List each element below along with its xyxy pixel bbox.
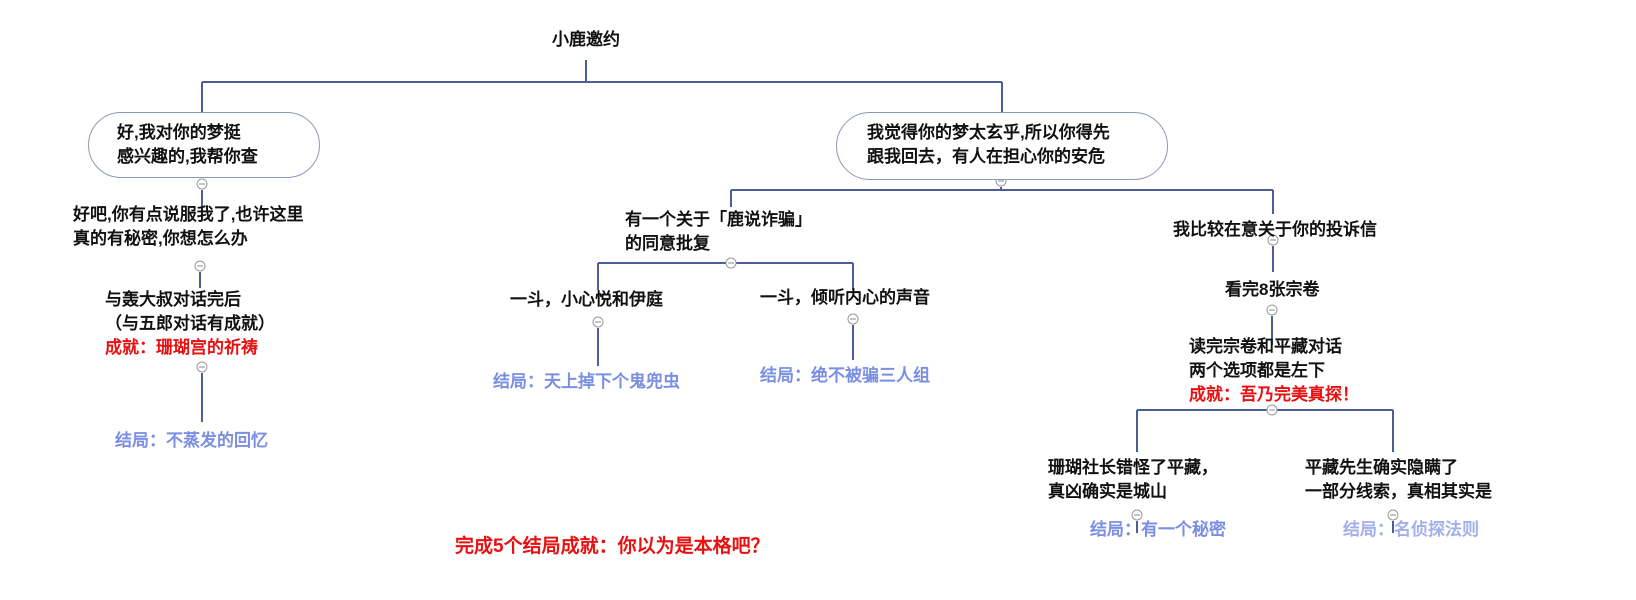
ending-label: 结局：天上掉下个鬼兜虫 (493, 372, 680, 391)
node-text: 感兴趣的,我帮你查 (117, 147, 258, 166)
connector (730, 187, 1274, 214)
node-text: 好,我对你的梦挺 (117, 123, 241, 142)
footer-achievement: 完成5个结局成就：你以为是本格吧？ (455, 536, 770, 557)
node-text: 好吧,你有点说服我了,也许这里 (73, 205, 304, 224)
ending-label: 结局：不蒸发的回忆 (115, 431, 268, 450)
sub-a-node: 有一个关于「鹿说诈骗」 的同意批复 (625, 208, 812, 256)
achievement-label: 成就：珊瑚宫的祈祷 (105, 338, 258, 357)
choice-node: 平藏先生确实隐瞒了 一部分线索，真相其实是 (1305, 456, 1492, 504)
node-text: 读完宗卷和平藏对话 (1189, 337, 1342, 356)
sub-b-step2-node: 读完宗卷和平藏对话 两个选项都是左下 成就：吾乃完美真探！ (1189, 335, 1359, 407)
node-text: 与轰大叔对话完后 (105, 290, 241, 309)
option-node-right: 我觉得你的梦太玄乎,所以你得先 跟我回去，有人在担心你的安危 (836, 112, 1168, 180)
node-text: 我觉得你的梦太玄乎,所以你得先 (867, 123, 1110, 142)
left-step1-node: 好吧,你有点说服我了,也许这里 真的有秘密,你想怎么办 (73, 203, 303, 251)
node-text: 真的有秘密,你想怎么办 (73, 229, 248, 248)
choice-node: 珊瑚社长错怪了平藏， 真凶确实是城山 (1048, 456, 1218, 504)
ending-label: 结局：名侦探法则 (1343, 520, 1479, 539)
node-text: 真凶确实是城山 (1048, 482, 1167, 501)
sub-b-node: 我比较在意关于你的投诉信 (1173, 220, 1377, 239)
ending-label: 结局：绝不被骗三人组 (760, 366, 930, 385)
choice-node: 一斗，小心悦和伊庭 (510, 290, 663, 309)
sub-b-step1-node: 看完8张宗卷 (1225, 280, 1320, 299)
connector (1136, 246, 1394, 533)
choice-node: 一斗，倾听内心的声音 (760, 288, 930, 307)
root-node: 小鹿邀约 (552, 30, 620, 49)
connector (199, 190, 203, 422)
node-text: 珊瑚社长错怪了平藏， (1048, 458, 1218, 477)
node-text: （与五郎对话有成就） (105, 314, 275, 333)
node-text: 有一个关于「鹿说诈骗」 (625, 210, 812, 229)
achievement-label: 成就：吾乃完美真探！ (1189, 385, 1359, 404)
node-text: 跟我回去，有人在担心你的安危 (867, 147, 1105, 166)
connector (201, 60, 1003, 112)
node-text: 一部分线索，真相其实是 (1305, 482, 1492, 501)
left-step2-node: 与轰大叔对话完后 （与五郎对话有成就） 成就：珊瑚宫的祈祷 (105, 288, 275, 360)
ending-label: 结局：有一个秘密 (1090, 520, 1226, 539)
node-text: 的同意批复 (625, 234, 710, 253)
connector (597, 262, 854, 366)
option-node-left: 好,我对你的梦挺 感兴趣的,我帮你查 (88, 112, 320, 178)
node-text: 两个选项都是左下 (1189, 361, 1325, 380)
node-text: 平藏先生确实隐瞒了 (1305, 458, 1458, 477)
